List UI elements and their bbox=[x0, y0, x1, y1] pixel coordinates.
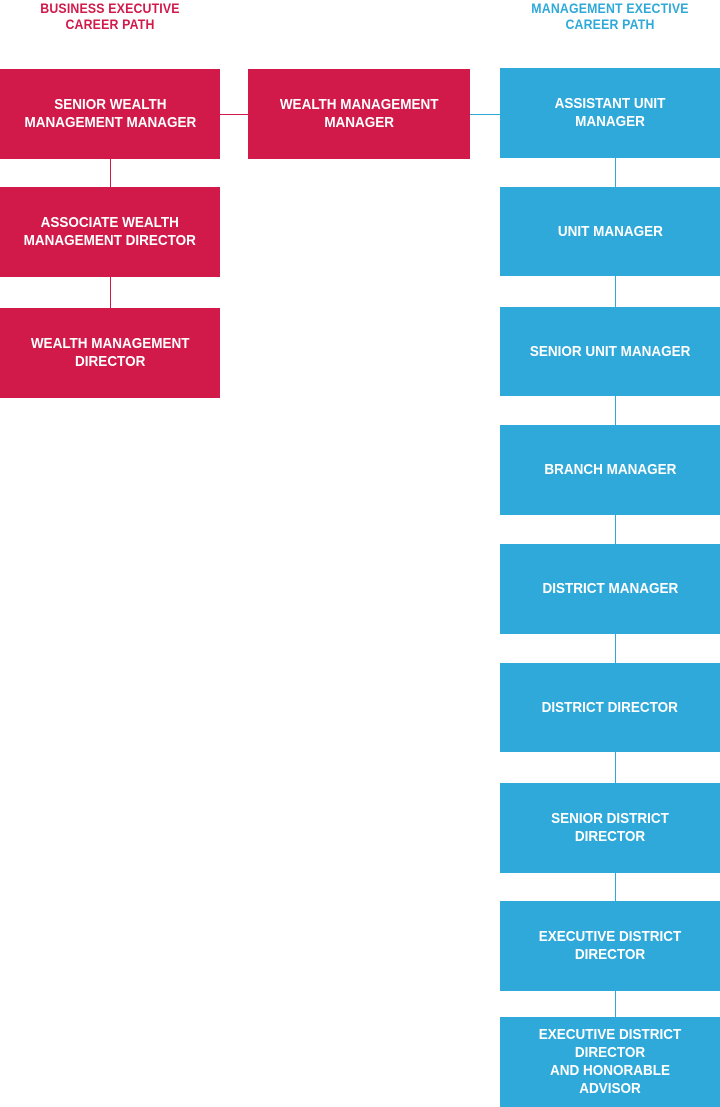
management-role-box: BRANCH MANAGER bbox=[500, 425, 720, 515]
connector-center-to-management bbox=[470, 114, 500, 115]
center-role-label: WEALTH MANAGEMENT MANAGER bbox=[279, 96, 439, 131]
management-connector bbox=[615, 158, 616, 187]
business-role-label: SENIOR WEALTH MANAGEMENT MANAGER bbox=[24, 96, 196, 131]
business-role-box: WEALTH MANAGEMENT DIRECTOR bbox=[0, 308, 220, 398]
business-role-label: ASSOCIATE WEALTH MANAGEMENT DIRECTOR bbox=[23, 214, 197, 249]
management-connector bbox=[615, 276, 616, 307]
management-path-heading: MANAGEMENT EXECTIVE CAREER PATH bbox=[513, 0, 707, 32]
business-heading-line-1: BUSINESS EXECUTIVE bbox=[40, 0, 180, 16]
management-role-label: SENIOR UNIT MANAGER bbox=[529, 342, 691, 360]
management-role-box: EXECUTIVE DISTRICT DIRECTOR AND HONORABL… bbox=[500, 1017, 720, 1107]
business-role-label: WEALTH MANAGEMENT DIRECTOR bbox=[30, 335, 190, 370]
management-role-label: UNIT MANAGER bbox=[557, 222, 663, 240]
management-connector bbox=[615, 634, 616, 663]
management-role-label: EXECUTIVE DISTRICT DIRECTOR AND HONORABL… bbox=[538, 1026, 682, 1097]
business-connector bbox=[110, 159, 111, 187]
management-role-box: EXECUTIVE DISTRICT DIRECTOR bbox=[500, 901, 720, 991]
management-role-label: BRANCH MANAGER bbox=[543, 461, 676, 478]
management-role-label: DISTRICT DIRECTOR bbox=[541, 698, 679, 716]
management-role-box: UNIT MANAGER bbox=[500, 187, 720, 276]
connector-center-to-business bbox=[220, 114, 248, 115]
management-connector bbox=[615, 396, 616, 425]
business-role-box: SENIOR WEALTH MANAGEMENT MANAGER bbox=[0, 69, 220, 159]
management-connector bbox=[615, 991, 616, 1017]
business-connector bbox=[110, 277, 111, 308]
management-heading-line-1: MANAGEMENT EXECTIVE bbox=[531, 0, 689, 16]
management-role-box: SENIOR UNIT MANAGER bbox=[500, 307, 720, 396]
center-role-box: WEALTH MANAGEMENT MANAGER bbox=[248, 69, 470, 159]
management-role-box: DISTRICT DIRECTOR bbox=[500, 663, 720, 752]
management-role-label: DISTRICT MANAGER bbox=[542, 580, 678, 597]
management-connector bbox=[615, 873, 616, 901]
business-heading-line-2: CAREER PATH bbox=[65, 16, 155, 32]
management-role-label: SENIOR DISTRICT DIRECTOR bbox=[551, 810, 669, 845]
business-path-heading: BUSINESS EXECUTIVE CAREER PATH bbox=[13, 0, 207, 32]
management-connector bbox=[615, 752, 616, 783]
management-role-box: SENIOR DISTRICT DIRECTOR bbox=[500, 783, 720, 873]
management-connector bbox=[615, 515, 616, 544]
business-role-box: ASSOCIATE WEALTH MANAGEMENT DIRECTOR bbox=[0, 187, 220, 277]
management-heading-line-2: CAREER PATH bbox=[565, 16, 655, 32]
management-role-label: ASSISTANT UNIT MANAGER bbox=[554, 95, 666, 130]
management-role-box: DISTRICT MANAGER bbox=[500, 544, 720, 634]
management-role-label: EXECUTIVE DISTRICT DIRECTOR bbox=[538, 928, 682, 963]
management-role-box: ASSISTANT UNIT MANAGER bbox=[500, 68, 720, 158]
